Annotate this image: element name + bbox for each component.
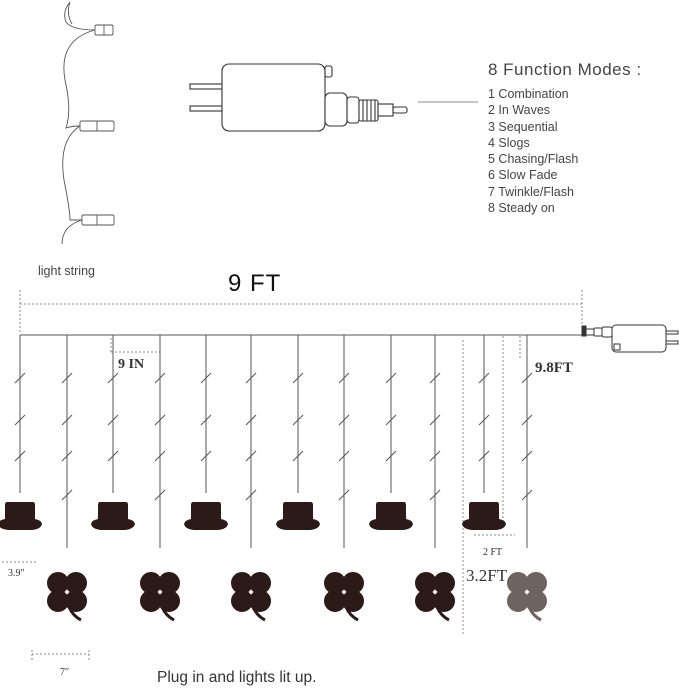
bulb-tick	[61, 414, 73, 426]
bulb-tick	[385, 372, 397, 384]
function-modes-list: 1 Combination 2 In Waves 3 Sequential 4 …	[488, 86, 673, 216]
clover-shape	[139, 571, 181, 622]
mode-item: 8 Steady on	[488, 201, 555, 216]
bulb-tick	[385, 414, 397, 426]
bulb-tick	[200, 414, 212, 426]
bulb-tick	[478, 372, 490, 384]
four-leaf-clover-icon	[323, 571, 365, 622]
bulb-tick	[429, 372, 441, 384]
bulb-tick	[521, 450, 533, 462]
bulb-tick	[338, 450, 350, 462]
power-adapter-icon	[189, 63, 478, 132]
light-strands	[14, 335, 533, 548]
bulb-tick	[521, 414, 533, 426]
bulb-tick	[61, 450, 73, 462]
strand-spacing-label: 9 IN	[118, 357, 145, 372]
function-modes-panel: 8 Function Modes : 1 Combination 2 In Wa…	[488, 60, 673, 216]
four-leaf-clover-icon	[414, 571, 456, 622]
lead-length-label: 9.8FT	[535, 360, 573, 376]
bulb-tick	[521, 489, 533, 501]
leprechaun-hat-icon	[276, 502, 320, 530]
bulb-tick	[429, 414, 441, 426]
shape-gap-label: 7″	[60, 667, 70, 678]
bulb-tick	[107, 372, 119, 384]
bulb-tick	[292, 372, 304, 384]
mode-item: 5 Chasing/Flash	[488, 152, 579, 167]
bulb-tick	[61, 372, 73, 384]
light-string-sample	[61, 1, 115, 245]
shape-size-label: 3.9″	[8, 568, 25, 579]
four-leaf-clover-icon	[46, 571, 88, 622]
clover-shape	[506, 571, 548, 622]
function-modes-title: 8 Function Modes :	[488, 60, 642, 79]
clover-shape	[230, 571, 272, 622]
bulb-tick	[245, 489, 257, 501]
bulb-tick	[14, 372, 26, 384]
bulb-tick	[429, 450, 441, 462]
bulb-tick	[338, 489, 350, 501]
bulb-tick	[107, 450, 119, 462]
total-width-label: 9 FT	[228, 270, 282, 297]
bulb-tick	[292, 414, 304, 426]
mode-item: 6 Slow Fade	[488, 168, 558, 183]
leprechaun-hat-icon	[0, 502, 42, 530]
bulb-tick	[521, 372, 533, 384]
bulb-tick	[429, 489, 441, 501]
bulb-tick	[200, 450, 212, 462]
leprechaun-hat-icon	[184, 502, 228, 530]
clover-shape	[414, 571, 456, 622]
bulb-tick	[14, 450, 26, 462]
bulb-tick	[338, 414, 350, 426]
bulb-tick	[154, 450, 166, 462]
bulb-tick	[107, 414, 119, 426]
four-leaf-clover-icon	[139, 571, 181, 622]
light-string-label: light string	[38, 264, 95, 278]
bulb-tick	[154, 372, 166, 384]
bulb-tick	[478, 414, 490, 426]
bulb-tick	[154, 414, 166, 426]
decoration-shapes	[0, 502, 548, 622]
bulb-tick	[61, 489, 73, 501]
power-adapter-icon-small	[581, 324, 679, 353]
bulb-tick	[245, 372, 257, 384]
four-leaf-clover-icon	[506, 571, 548, 622]
clover-shape	[46, 571, 88, 622]
mode-item: 1 Combination	[488, 87, 569, 101]
hat-spacing-label: 2 FT	[483, 547, 503, 558]
clover-shape	[323, 571, 365, 622]
four-leaf-clover-icon	[230, 571, 272, 622]
bulb-tick	[338, 372, 350, 384]
bulb-tick	[14, 414, 26, 426]
mode-item: 4 Slogs	[488, 135, 530, 150]
bulb-tick	[154, 489, 166, 501]
leprechaun-hat-icon	[91, 502, 135, 530]
mode-item: 7 Twinkle/Flash	[488, 184, 574, 199]
caption: Plug in and lights lit up.	[157, 669, 317, 686]
leprechaun-hat-icon	[462, 502, 506, 530]
bulb-tick	[245, 450, 257, 462]
bulb-tick	[385, 450, 397, 462]
bulb-tick	[292, 450, 304, 462]
bulb-tick	[245, 414, 257, 426]
mode-item: 3 Sequential	[488, 119, 558, 134]
leprechaun-hat-icon	[369, 502, 413, 530]
dimension-lines	[2, 290, 583, 660]
bulb-tick	[200, 372, 212, 384]
strand-length-label: 3.2FT	[466, 566, 508, 585]
mode-item: 2 In Waves	[488, 103, 551, 118]
bulb-tick	[478, 450, 490, 462]
